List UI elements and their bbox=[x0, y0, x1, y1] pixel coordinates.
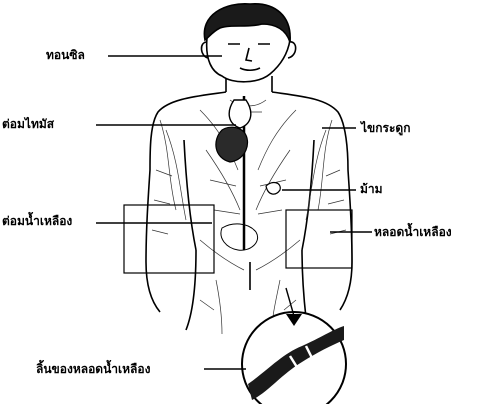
thymus bbox=[229, 100, 251, 128]
label-bone-marrow: ไขกระดูก bbox=[361, 121, 410, 135]
label-lymph-vessel: หลอดน้ำเหลือง bbox=[374, 225, 452, 239]
mouth bbox=[240, 68, 260, 70]
label-thymus: ต่อมไทมัส bbox=[2, 117, 54, 131]
nose bbox=[246, 48, 252, 61]
label-lymph-node: ต่อมน้ำเหลือง bbox=[2, 214, 72, 228]
label-tonsil: ทอนซิล bbox=[46, 48, 85, 62]
spleen bbox=[266, 183, 280, 195]
hair bbox=[204, 4, 290, 42]
valve-magnifier bbox=[242, 288, 346, 404]
neck bbox=[226, 76, 272, 92]
lymph-network bbox=[152, 100, 346, 334]
label-vessel-valve: ลิ้นของหลอดน้ำเหลือง bbox=[36, 362, 150, 376]
label-spleen: ม้าม bbox=[360, 182, 383, 196]
lymph-node-box-left bbox=[124, 205, 214, 273]
lymph-node-box-right bbox=[286, 210, 352, 268]
central-organs bbox=[216, 96, 280, 250]
intestine-loop bbox=[221, 224, 258, 250]
arm-inner-lines bbox=[184, 140, 314, 250]
